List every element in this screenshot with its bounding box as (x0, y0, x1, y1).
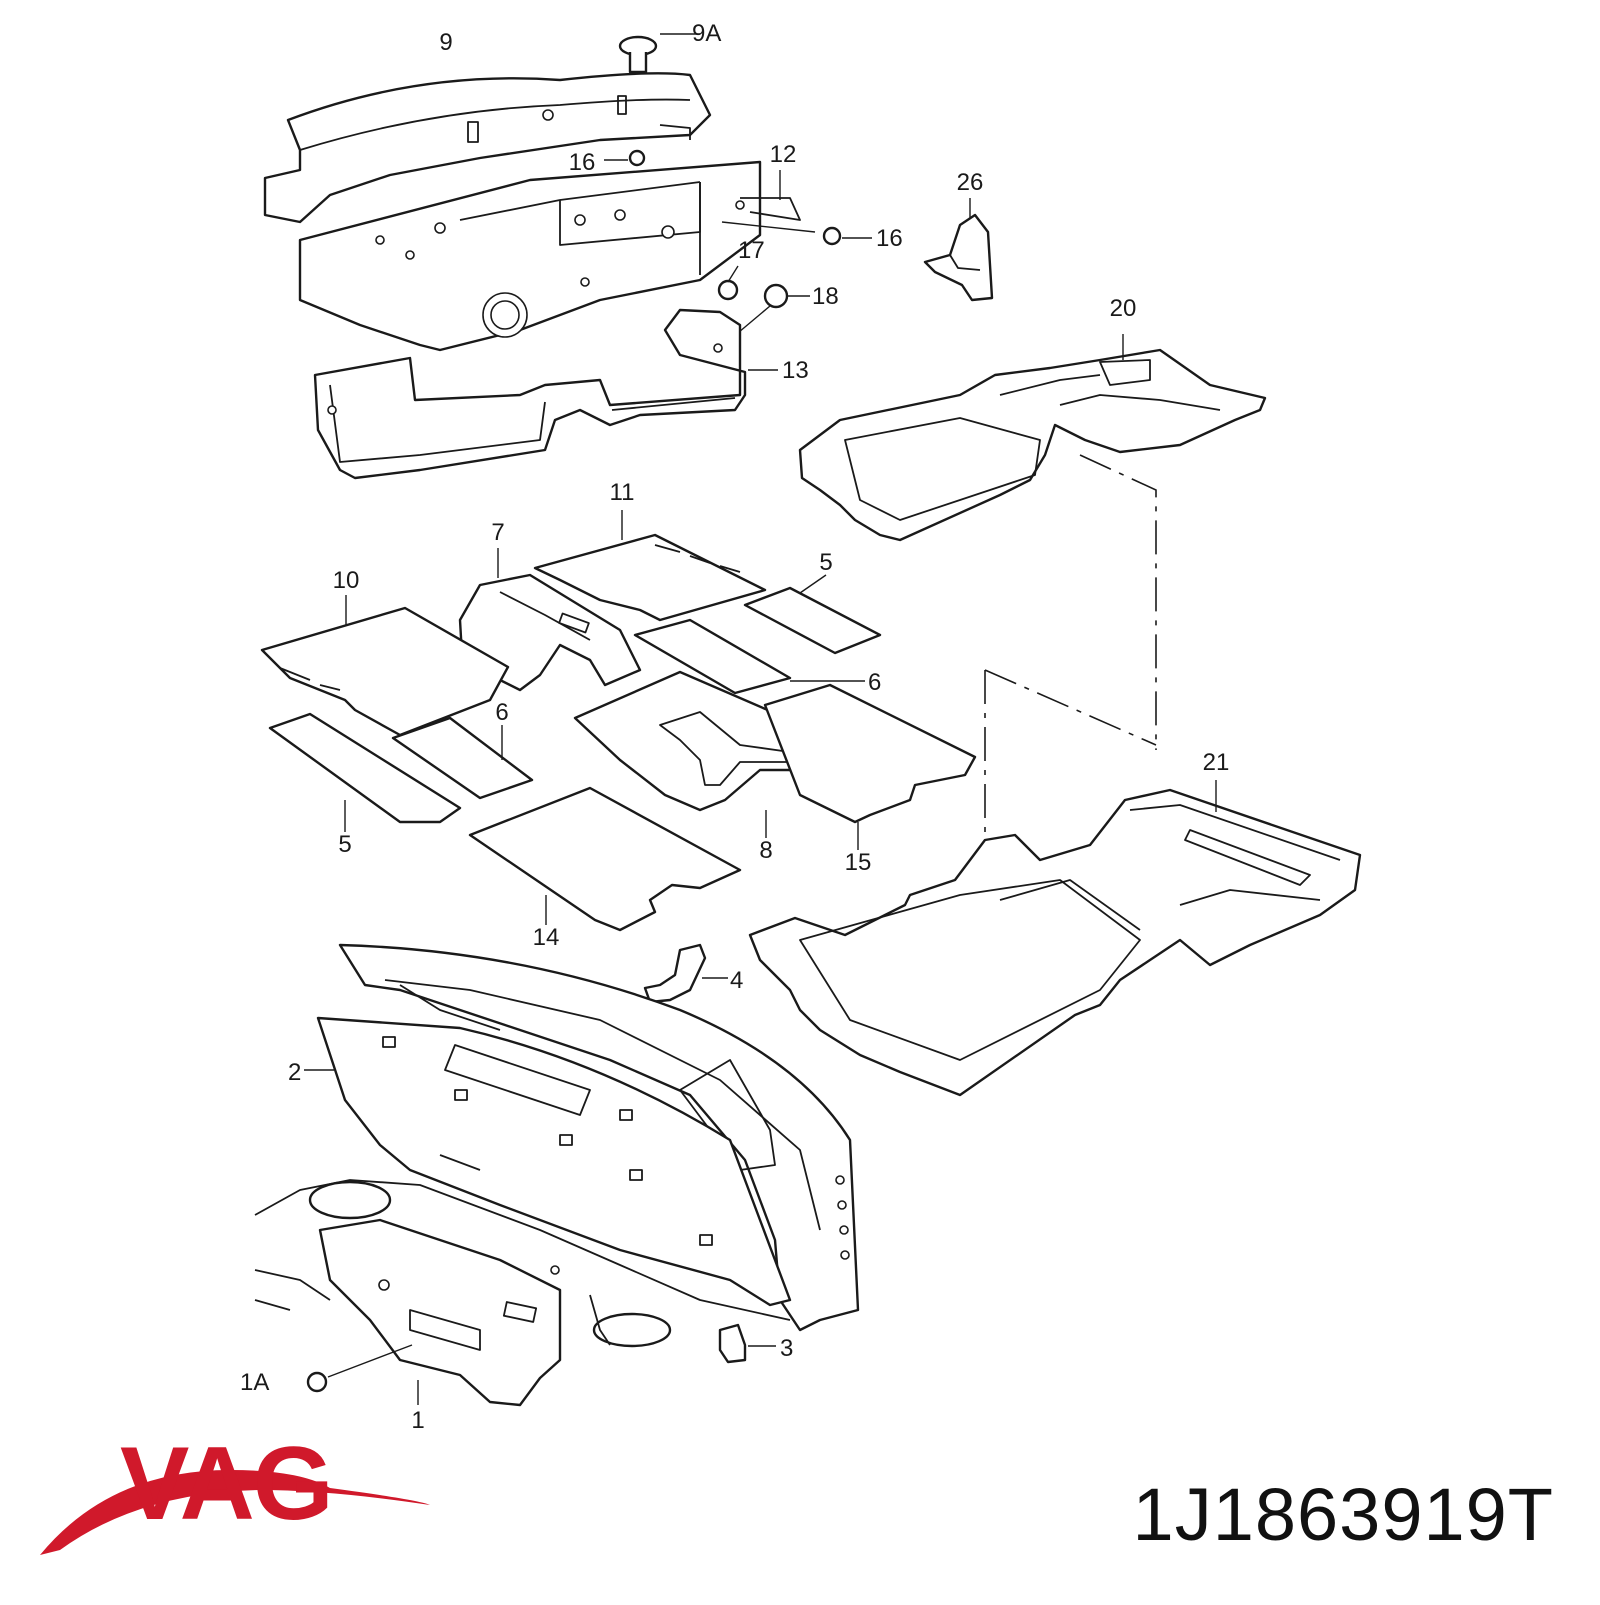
part-26-pad (923, 198, 994, 302)
part-9a-clip (618, 33, 700, 74)
part-20-front-carpet (798, 334, 1267, 542)
part-4-clip (643, 943, 728, 1004)
part-16-grommet-right (822, 226, 872, 246)
callout-3: 3 (780, 1335, 793, 1362)
callout-20: 20 (1110, 295, 1137, 322)
callout-2: 2 (288, 1059, 301, 1086)
part-6-strip-upper (633, 618, 865, 695)
callout-26: 26 (957, 169, 984, 196)
alignment-line-right (1079, 454, 1157, 750)
callout-14: 14 (533, 924, 560, 951)
callout-6-left: 6 (495, 699, 508, 726)
callout-5-upper: 5 (819, 549, 832, 576)
brand-logo-swoosh (40, 1470, 430, 1555)
callout-16-upper: 16 (569, 149, 596, 176)
part-3-clip (718, 1323, 776, 1364)
part-2-hood-insulation (304, 1016, 792, 1307)
callout-17: 17 (738, 237, 765, 264)
alignment-line-left (984, 669, 1157, 845)
callout-18: 18 (812, 283, 839, 310)
part-5-strip-upper (743, 574, 882, 655)
engine-bay-body (254, 1179, 791, 1407)
callout-9: 9 (439, 29, 452, 56)
part-1a-grommet (306, 1344, 413, 1393)
callout-15: 15 (845, 849, 872, 876)
callout-7: 7 (491, 519, 504, 546)
callout-13: 13 (782, 357, 809, 384)
part-number: 1J1863919T (1132, 1473, 1554, 1556)
part-5-strip-lower (268, 712, 462, 832)
callout-16-right: 16 (876, 225, 903, 252)
part-13-lower-insulation (313, 308, 778, 480)
callout-1a: 1A (240, 1369, 269, 1396)
callout-10: 10 (333, 567, 360, 594)
callout-21: 21 (1203, 749, 1230, 776)
part-12-firewall-insulation (298, 160, 816, 352)
callout-labels: 9 9A 16 12 16 17 18 13 26 20 11 7 5 10 6… (240, 20, 1229, 1434)
part-15-right-mat (763, 683, 977, 850)
callout-9a: 9A (692, 20, 721, 47)
callout-1: 1 (411, 1407, 424, 1434)
callout-12: 12 (770, 141, 797, 168)
part-16-grommet-upper (604, 149, 646, 167)
bonnet-frame (338, 943, 860, 1332)
part-21-rear-carpet (748, 780, 1362, 1097)
callout-4: 4 (730, 967, 743, 994)
part-9-upper-bulkhead-insulation (263, 72, 712, 224)
callout-6-right: 6 (868, 669, 881, 696)
callout-8: 8 (759, 837, 772, 864)
brand-logo: VAG (120, 1426, 334, 1542)
part-17-clip (717, 265, 739, 301)
part-6-strip-lower (391, 716, 534, 800)
callout-11: 11 (610, 479, 635, 506)
part-11-mat (533, 510, 767, 622)
callout-5-lower: 5 (338, 831, 351, 858)
part-14-front-mat (468, 786, 742, 932)
